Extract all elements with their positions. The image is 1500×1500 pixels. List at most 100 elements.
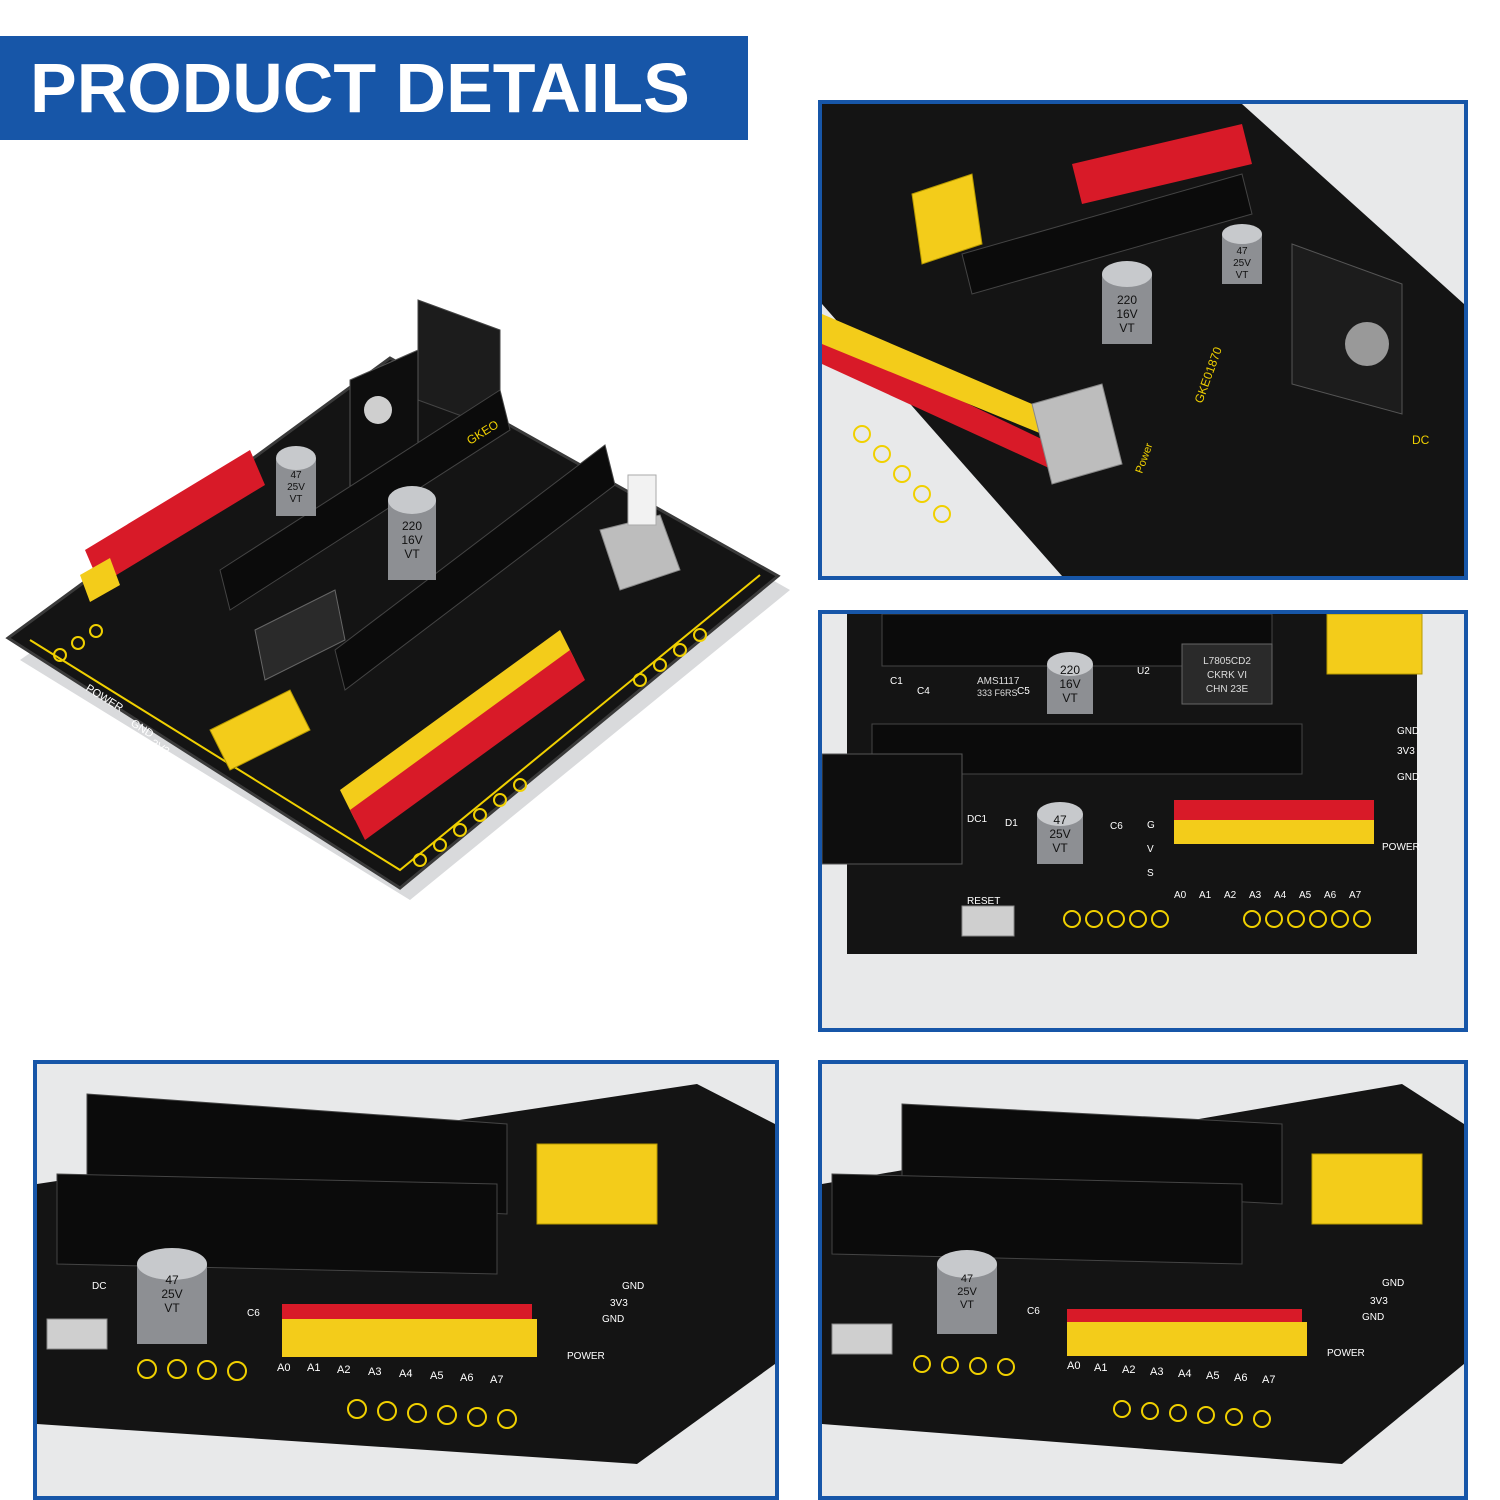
ams-text-2: 333 F6RS: [977, 688, 1018, 698]
power-label: POWER: [567, 1351, 605, 1362]
nano-socket-bottom: [334, 444, 616, 691]
banner-title: PRODUCT DETAILS: [30, 49, 690, 127]
reset-button: [46, 1318, 108, 1350]
gnd-label-1: GND: [1382, 1278, 1404, 1289]
main-product-photo: 220 16V VT 47 25V VT GKEO: [0, 230, 790, 930]
c1-label: C1: [890, 676, 903, 687]
s-label: S: [1147, 868, 1154, 879]
detail-photo-bottom-right: 47 25V VT C6 A0 A1 A2 A3 A4 A5 A6 A7 GND…: [818, 1060, 1468, 1500]
cap-small-text-3: VT: [960, 1299, 974, 1311]
c6-label: C6: [247, 1308, 260, 1319]
svg-text:A0: A0: [1174, 890, 1187, 901]
right-gnd-label-2: GND: [1397, 772, 1419, 783]
cap-large-text-1: 220: [1117, 293, 1137, 307]
cap-small-text-2: 25V: [957, 1286, 977, 1298]
svg-text:A0: A0: [1067, 1360, 1080, 1372]
cap-small-text-2: 25V: [161, 1287, 182, 1301]
yellow-female-header: [209, 689, 311, 771]
dc-jack: [822, 753, 963, 865]
regulator-text-2: CKRK VI: [1207, 670, 1247, 681]
svg-text:A5: A5: [1206, 1370, 1219, 1382]
svg-text:A6: A6: [1324, 890, 1337, 901]
dc-label: DC: [1412, 433, 1430, 447]
detail-br-illustration: 47 25V VT C6 A0 A1 A2 A3 A4 A5 A6 A7 GND…: [822, 1084, 1464, 1464]
svg-text:A5: A5: [430, 1370, 443, 1382]
detail-top-illustration: 220 16V VT 47 25V VT GKE01870 DC Power: [822, 104, 1464, 576]
cap-small-text-1: 47: [1053, 813, 1067, 827]
ams-text-1: AMS1117: [977, 676, 1020, 687]
svg-text:A3: A3: [368, 1366, 381, 1378]
svg-text:VT: VT: [290, 494, 303, 505]
d1-label: D1: [1005, 818, 1018, 829]
voltage-regulator: [254, 589, 346, 681]
svg-text:A7: A7: [490, 1374, 503, 1386]
push-button: [599, 474, 681, 591]
header-yellow: [1174, 820, 1374, 844]
nano-socket-top: [219, 389, 511, 611]
power-label: POWER: [1327, 1348, 1365, 1359]
cap-large-text-3: VT: [1062, 691, 1078, 705]
cap-small-text-3: VT: [1052, 841, 1068, 855]
svg-text:A6: A6: [460, 1372, 473, 1384]
gnd-label-2: GND: [602, 1314, 624, 1325]
cap-small-text-2: 25V: [1233, 258, 1251, 269]
power-label: POWER: [1382, 842, 1420, 853]
header-yellow: [282, 1319, 537, 1357]
cap-large-text-1: 220: [1060, 663, 1080, 677]
svg-text:A1: A1: [1094, 1362, 1107, 1374]
svg-text:A1: A1: [1199, 890, 1212, 901]
svg-text:A4: A4: [399, 1368, 412, 1380]
svg-text:VT: VT: [404, 547, 420, 561]
cap-small-text-1: 47: [961, 1273, 973, 1285]
svg-text:47: 47: [290, 470, 302, 481]
svg-text:A4: A4: [1178, 1368, 1191, 1380]
svg-text:A4: A4: [1274, 890, 1287, 901]
svg-text:220: 220: [402, 519, 422, 533]
detail-photo-top: 220 16V VT 47 25V VT GKE01870 DC Power: [818, 100, 1468, 580]
svg-text:A1: A1: [307, 1362, 320, 1374]
svg-text:A2: A2: [337, 1364, 350, 1376]
reset-label: RESET: [967, 896, 1000, 907]
cap-small-text-3: VT: [1236, 270, 1249, 281]
detail-middle-illustration: L7805CD2 CKRK VI CHN 23E AMS1117 333 F6R…: [822, 614, 1423, 954]
analog-pin-labels: A0 A1 A2 A3 A4 A5 A6 A7: [1067, 1360, 1275, 1386]
gnd-label-2: GND: [1362, 1312, 1384, 1323]
gnd-label-1: GND: [622, 1281, 644, 1292]
right-gnd-label-1: GND: [1397, 726, 1419, 737]
regulator-text-1: L7805CD2: [1203, 656, 1251, 667]
analog-pin-labels: A0 A1 A2 A3 A4 A5 A6 A7: [1174, 890, 1362, 901]
svg-text:16V: 16V: [401, 533, 422, 547]
dc-label: DC: [92, 1281, 106, 1292]
cap-small-text-1: 47: [1236, 246, 1248, 257]
header-yellow: [1067, 1322, 1307, 1356]
cap-large-text-2: 16V: [1059, 677, 1080, 691]
svg-text:A2: A2: [1122, 1364, 1135, 1376]
svg-text:25V: 25V: [287, 482, 305, 493]
cap-large-text-3: VT: [1119, 321, 1135, 335]
pin-header-left: [80, 450, 265, 602]
reset-button: [961, 905, 1015, 937]
pin-header-bottom: [340, 630, 585, 840]
detail-bl-illustration: 47 25V VT DC C6 A0 A1 A2 A3 A4 A5 A6 A7 …: [37, 1084, 775, 1464]
c4-label: C4: [917, 686, 930, 697]
reset-button: [831, 1323, 893, 1355]
push-button: [1031, 383, 1123, 485]
svg-text:A3: A3: [1249, 890, 1262, 901]
cap-small-text-3: VT: [164, 1301, 180, 1315]
cap-small-text-1: 47: [165, 1273, 179, 1287]
svg-text:A7: A7: [1349, 890, 1362, 901]
capacitor-large: 220 16V VT: [388, 486, 436, 580]
main-board-illustration: 220 16V VT 47 25V VT GKEO: [5, 299, 790, 900]
header-red: [1174, 800, 1374, 820]
detail-photo-middle: L7805CD2 CKRK VI CHN 23E AMS1117 333 F6R…: [818, 610, 1468, 1032]
cap-large-text-2: 16V: [1116, 307, 1137, 321]
svg-text:A0: A0: [277, 1362, 290, 1374]
cap-small-text-2: 25V: [1049, 827, 1070, 841]
v33-label: 3V3: [610, 1298, 628, 1309]
right-3v3-label: 3V3: [1397, 746, 1415, 757]
svg-text:A5: A5: [1299, 890, 1312, 901]
g-label: G: [1147, 820, 1155, 831]
dc-jack-pin: [364, 396, 392, 424]
dc1-label: DC1: [967, 814, 987, 825]
svg-text:A7: A7: [1262, 1374, 1275, 1386]
